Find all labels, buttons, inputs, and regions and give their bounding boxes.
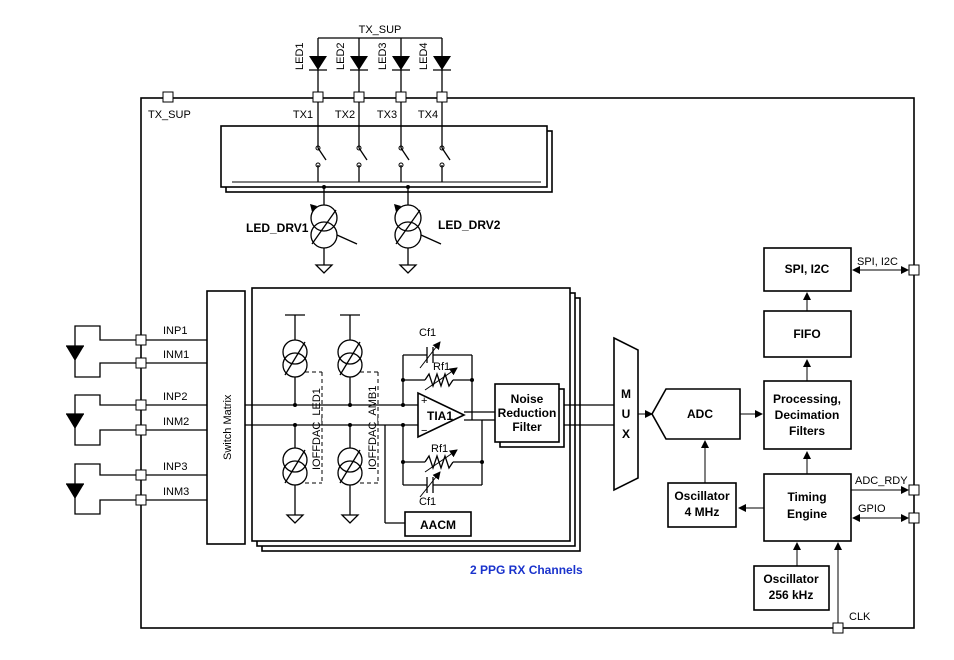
tia-amplifier: + −: [417, 391, 495, 439]
processing-line3: Filters: [789, 424, 825, 438]
tx1-label: TX1: [293, 109, 313, 121]
ioffdac-amb-source: [337, 314, 379, 524]
noise-filter-line2: Reduction: [498, 406, 557, 420]
tia-plus-sign: +: [421, 395, 427, 407]
led-2-icon: [350, 38, 368, 93]
photodiode-3-icon: [66, 463, 141, 515]
inp2-label: INP2: [163, 391, 187, 403]
mux-block: [613, 336, 639, 492]
tia-minus-sign: −: [421, 425, 427, 437]
photodiode-2-icon: [66, 394, 141, 446]
tx-sup-top-label: TX_SUP: [359, 24, 402, 36]
led-drv1-label: LED_DRV1: [246, 221, 309, 235]
fifo-label: FIFO: [793, 327, 820, 341]
led-3-icon: [392, 38, 410, 93]
adc-rdy-pin: [908, 484, 920, 496]
timing-line2: Engine: [787, 507, 827, 521]
noise-reduction-filter: [494, 383, 565, 448]
switch-matrix-block: [206, 290, 246, 545]
ioffdac-amb-label: IOFFDAC_AMB1: [367, 386, 379, 470]
inp1-label: INP1: [163, 325, 187, 337]
clk-pin: [832, 622, 844, 634]
osc256-line2: 256 kHz: [769, 588, 814, 602]
timing-line1: Timing: [787, 490, 826, 504]
tx2-label: TX2: [335, 109, 355, 121]
adc-label: ADC: [687, 407, 713, 421]
oscillator-4mhz-block: [667, 482, 737, 528]
mux-letter-x: X: [622, 427, 630, 441]
led3-label: LED3: [377, 42, 389, 70]
processing-line2: Decimation: [775, 408, 840, 422]
rf-bottom-label: Rf1: [431, 443, 448, 455]
clk-label: CLK: [849, 611, 871, 623]
noise-filter-line3: Filter: [512, 420, 542, 434]
mux-letter-u: U: [622, 407, 631, 421]
processing-line1: Processing,: [773, 392, 841, 406]
fifo-block: [763, 310, 852, 358]
inm1-label: INM1: [163, 349, 189, 361]
led-array: LED1 LED2 LED3 LED4: [294, 38, 451, 93]
osc4-line1: Oscillator: [674, 489, 730, 503]
led-switch-array: [220, 102, 553, 193]
tia-label: TIA1: [427, 409, 453, 423]
inm2-label: INM2: [163, 416, 189, 428]
cf-bottom-label: Cf1: [419, 496, 436, 508]
inp3-label: INP3: [163, 461, 187, 473]
led-4-icon: [433, 38, 451, 93]
mux-letter-m: M: [621, 387, 631, 401]
spi-pin-label: SPI, I2C: [857, 256, 898, 268]
spi-pin: [908, 264, 920, 276]
tia-feedback-network: [401, 341, 484, 498]
rf-top-label: Rf1: [433, 361, 450, 373]
oscillator-256khz-block: [753, 565, 830, 611]
osc4-line2: 4 MHz: [685, 505, 720, 519]
led-drv2-label: LED_DRV2: [438, 218, 501, 232]
input-pins: [135, 334, 207, 506]
aacm-block: [404, 511, 472, 537]
inm3-label: INM3: [163, 486, 189, 498]
led1-label: LED1: [294, 42, 306, 70]
gpio-pin: [908, 512, 920, 524]
osc256-line1: Oscillator: [763, 572, 819, 586]
processing-block: [763, 380, 852, 450]
rx-channels-label: 2 PPG RX Channels: [470, 563, 583, 577]
noise-filter-line1: Noise: [511, 392, 544, 406]
photodiode-1-icon: [66, 325, 141, 378]
ioffdac-led-source: [282, 314, 323, 524]
switch-matrix-label: Switch Matrix: [222, 394, 234, 460]
gpio-label: GPIO: [858, 503, 886, 515]
adc-rdy-label: ADC_RDY: [855, 475, 908, 487]
spi-i2c-block: [763, 247, 852, 292]
tx-sup-left-label: TX_SUP: [148, 109, 191, 121]
ioffdac-led-label: IOFFDAC_LED1: [311, 388, 323, 470]
aacm-label: AACM: [420, 518, 456, 532]
switch-icons: [315, 102, 451, 182]
cf-top-label: Cf1: [419, 327, 436, 339]
led2-label: LED2: [335, 42, 347, 70]
led-driver-2: [394, 187, 442, 274]
spi-label: SPI, I2C: [785, 262, 830, 276]
led-1-icon: [309, 38, 327, 93]
tx4-label: TX4: [418, 109, 438, 121]
tx-sup-rail: TX_SUP: [318, 24, 442, 39]
led4-label: LED4: [418, 42, 430, 70]
led-driver-1: [310, 187, 358, 274]
tx3-label: TX3: [377, 109, 397, 121]
tx-sup-pin: [162, 91, 174, 103]
